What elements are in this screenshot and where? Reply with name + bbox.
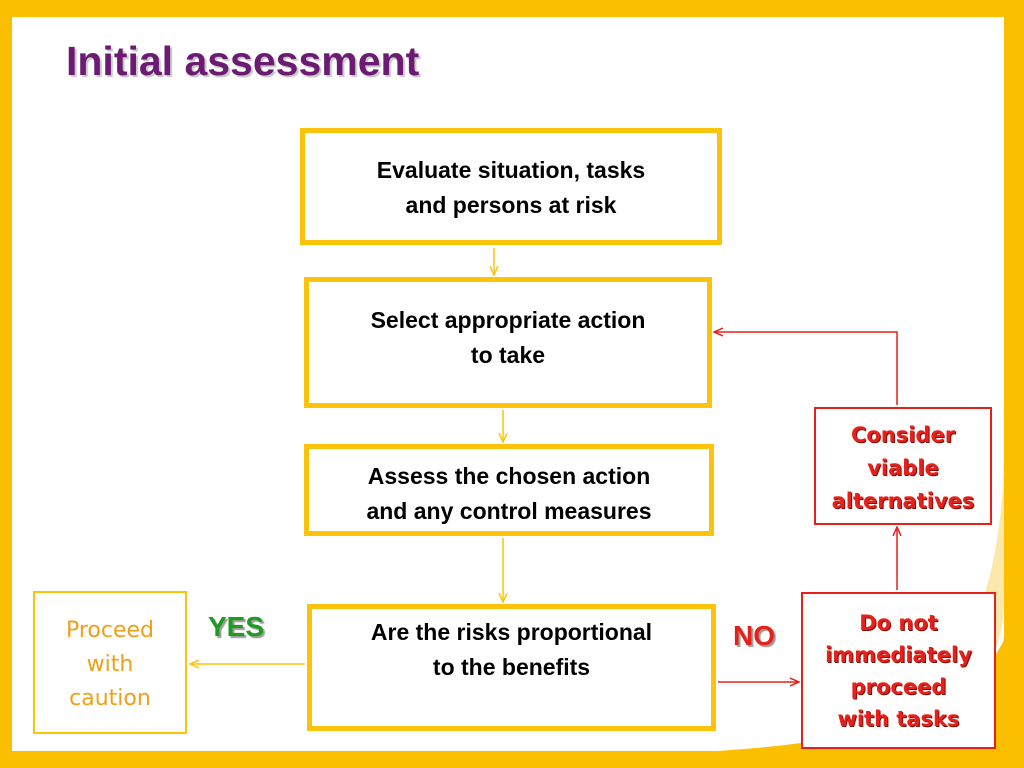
- outcome-proceed-box: Proceed with caution: [33, 591, 187, 734]
- outcome-proceed-line-1: Proceed: [65, 618, 155, 643]
- step-evaluate-line-1: Evaluate situation, tasks: [376, 157, 646, 183]
- step-select-box: Select appropriate action to take: [304, 277, 712, 408]
- step-evaluate-line-2: and persons at risk: [405, 192, 617, 218]
- outcome-donot-line-4: with tasks: [837, 707, 960, 731]
- decision-risks-line-2: to the benefits: [432, 654, 591, 680]
- outcome-consider-line-3: alternatives: [831, 489, 975, 513]
- step-select-line-2: to take: [470, 342, 546, 368]
- decision-risks-line-1: Are the risks proportional: [370, 619, 653, 645]
- step-assess-line-2: and any control measures: [366, 498, 652, 524]
- outcome-donot-line-1: Do not: [859, 611, 938, 635]
- page-title: Initial assessment: [66, 38, 420, 84]
- outcome-consider-line-2: viable: [867, 456, 939, 480]
- outcome-consider-box: Consider viable alternatives: [814, 407, 992, 525]
- decision-risks-box: Are the risks proportional to the benefi…: [307, 604, 716, 731]
- step-select-line-1: Select appropriate action: [370, 307, 646, 333]
- outcome-donot-box: Do not immediately proceed with tasks: [801, 592, 996, 749]
- arrow-consider-to-select: [714, 332, 898, 405]
- outcome-donot-line-3: proceed: [850, 675, 947, 699]
- outcome-proceed-line-3: caution: [69, 686, 151, 711]
- no-label: NO: [733, 620, 775, 651]
- outcome-proceed-line-2: with: [86, 652, 134, 677]
- step-assess-line-1: Assess the chosen action: [367, 463, 651, 489]
- step-assess-box: Assess the chosen action and any control…: [304, 444, 714, 536]
- step-evaluate-box: Evaluate situation, tasks and persons at…: [300, 128, 722, 245]
- yes-label: YES: [208, 611, 265, 642]
- outcome-consider-line-1: Consider: [850, 423, 956, 447]
- outcome-donot-line-2: immediately: [825, 643, 972, 667]
